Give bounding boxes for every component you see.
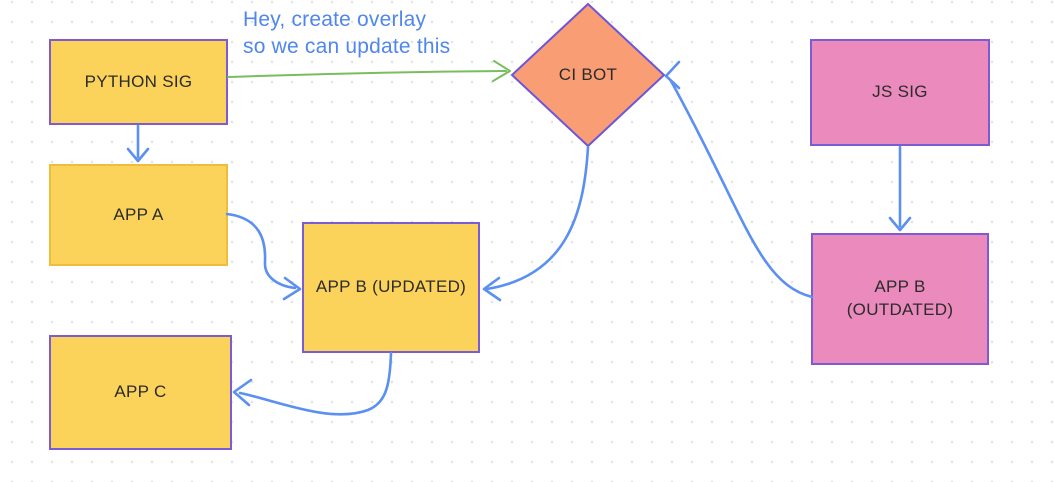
- node-app-b-updated[interactable]: [302, 222, 480, 353]
- node-python-sig[interactable]: [49, 39, 228, 125]
- annotation-line-1: Hey, create overlay: [243, 8, 427, 31]
- annotation-text[interactable]: Hey, create overlay so we can update thi…: [243, 6, 450, 60]
- edge-app-a-to-app-b-updated[interactable]: [225, 212, 302, 301]
- edge-python-sig-to-ci-bot[interactable]: [227, 60, 511, 82]
- edge-app-b-updated-to-app-c[interactable]: [232, 351, 393, 416]
- node-app-c[interactable]: [49, 335, 232, 450]
- edge-js-sig-to-app-b-outdated[interactable]: [888, 145, 912, 232]
- node-app-a[interactable]: [49, 164, 228, 266]
- edge-app-b-outdated-to-ci-bot[interactable]: [664, 60, 814, 299]
- edge-python-sig-to-app-a[interactable]: [126, 124, 150, 163]
- edge-ci-bot-to-app-b-updated[interactable]: [482, 145, 590, 302]
- node-app-b-outdated[interactable]: [811, 233, 989, 365]
- annotation-line-2: so we can update this: [243, 35, 451, 58]
- node-ci-bot[interactable]: [510, 2, 666, 148]
- node-js-sig[interactable]: [810, 39, 990, 146]
